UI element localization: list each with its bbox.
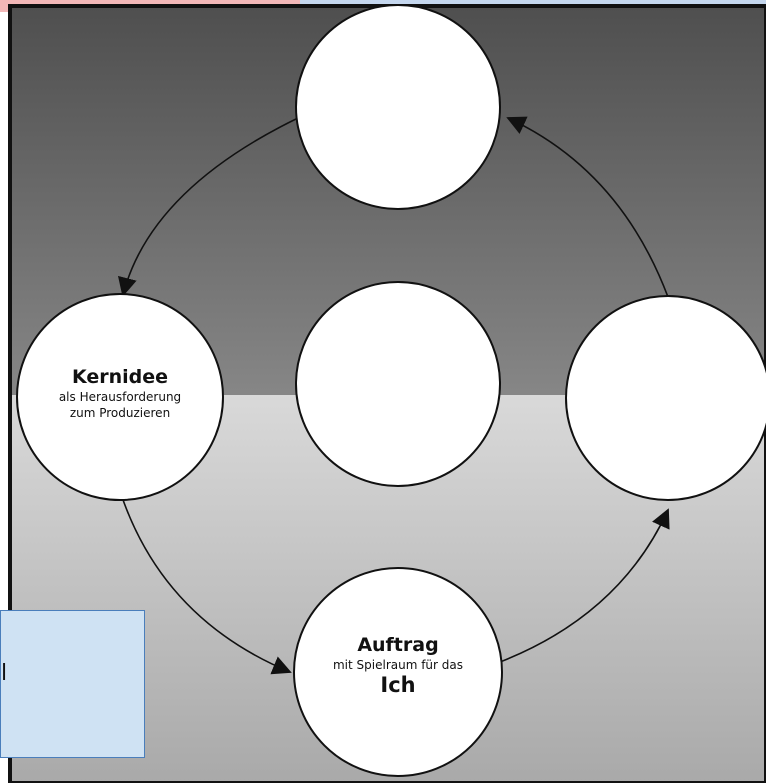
arrow-top-to-left: [118, 117, 299, 297]
circle-right: [565, 295, 766, 501]
overlay-note-text: l: [1, 661, 8, 686]
arrow-left-to-bottom: [121, 496, 292, 675]
overlay-note-box: l: [0, 610, 145, 758]
auftrag-line1: mit Spielraum für das: [332, 658, 464, 672]
arrow-right-to-top: [506, 116, 669, 298]
kernidee-line2: zum Produzieren: [69, 406, 171, 420]
circle-left-text: Kernidee als Herausforderung zum Produzi…: [20, 366, 220, 421]
circle-center: [295, 281, 501, 487]
kernidee-title: Kernidee: [71, 366, 169, 388]
circle-left: [16, 293, 224, 501]
circle-top: [295, 4, 501, 210]
arrow-bottom-to-right: [499, 508, 670, 663]
auftrag-title: Auftrag: [357, 634, 439, 656]
kernidee-line1: als Herausforderung: [58, 390, 182, 404]
circle-bottom-text: Auftrag mit Spielraum für das Ich: [298, 634, 498, 698]
auftrag-emphasis: Ich: [380, 673, 416, 697]
circle-bottom: [293, 567, 503, 777]
